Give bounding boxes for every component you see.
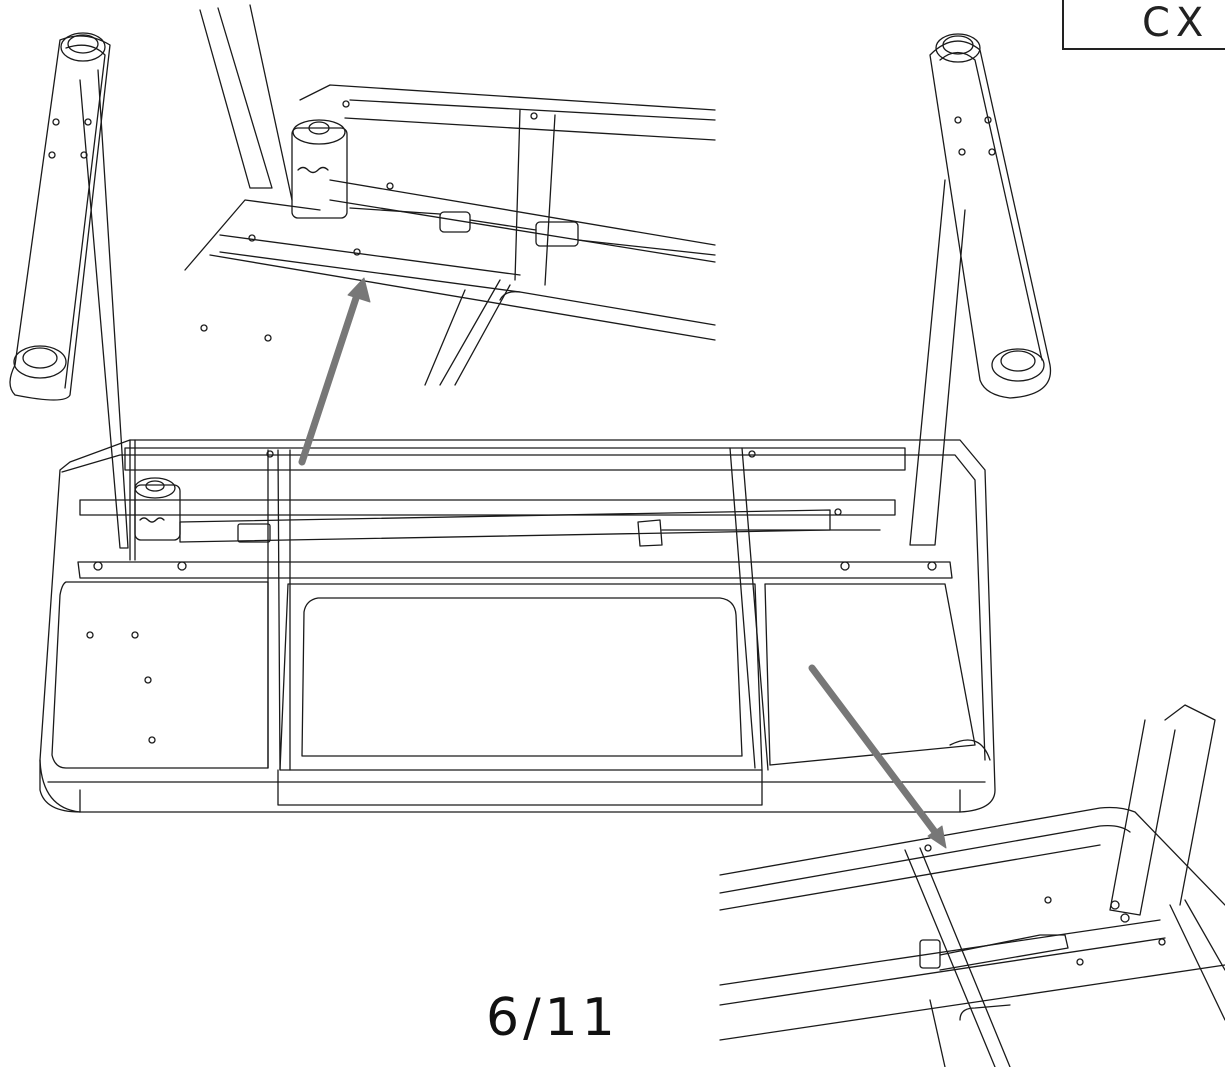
model-code: CX	[1142, 0, 1210, 46]
motor-assembly	[134, 477, 881, 547]
arrow-up-right-icon	[298, 277, 371, 466]
left-leg	[9, 32, 129, 549]
arrow-down-right-icon	[808, 664, 947, 849]
desk-frame	[39, 439, 996, 813]
detail-inset-top	[184, 4, 716, 386]
page-number: 6/11	[486, 988, 619, 1048]
right-leg	[909, 33, 1052, 546]
model-label-box: CX	[1062, 0, 1225, 50]
detail-inset-bottom	[719, 704, 1225, 1067]
